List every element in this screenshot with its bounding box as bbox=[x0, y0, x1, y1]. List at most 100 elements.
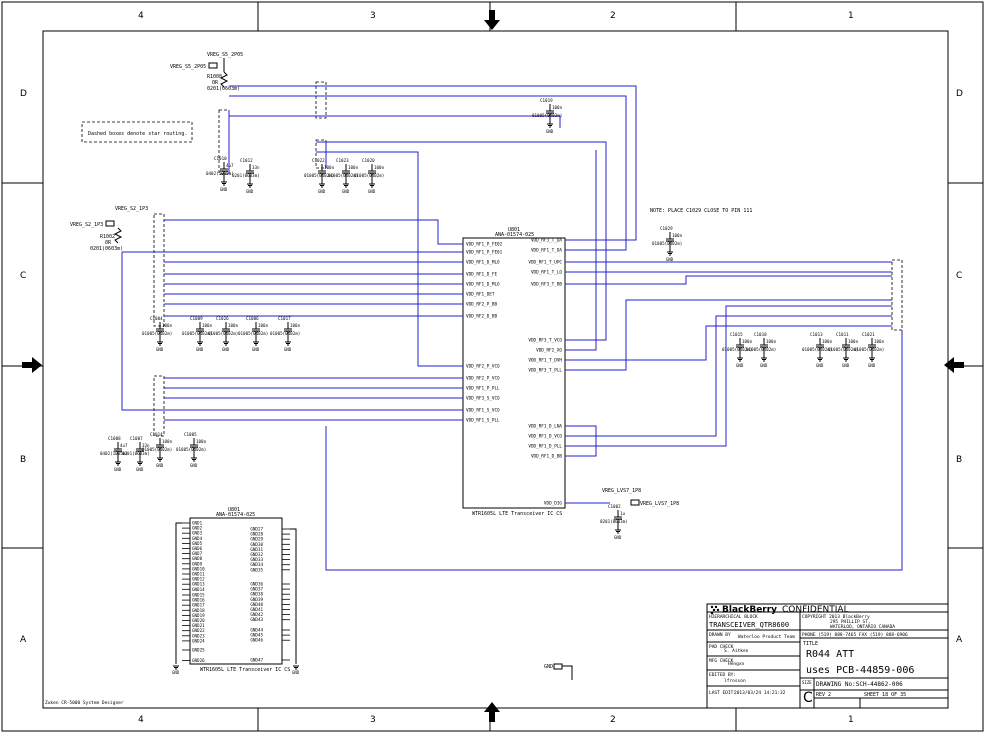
cap-value: 100n bbox=[848, 339, 859, 344]
phone-fax-text: PHONE (519) 888-7465 FAX (519) 888-6906 bbox=[802, 632, 908, 638]
star-box-4 bbox=[153, 213, 165, 327]
zone-row-b-right: B bbox=[956, 455, 962, 465]
gnd-icon bbox=[667, 251, 673, 256]
ic-gnd-left-pin-label: GND12 bbox=[192, 577, 205, 582]
gnd-text: GND bbox=[760, 363, 768, 368]
ic-gnd-caption: WTR1605L LTE Transceiver IC CS bbox=[200, 667, 290, 673]
gnd-text: GND bbox=[136, 467, 144, 472]
title-block bbox=[706, 603, 949, 709]
ic-main-right-pin-label: VDD_RF3_T_PLL bbox=[528, 368, 562, 374]
gnd-icon bbox=[223, 341, 229, 346]
ic-main-left-pin-label: VDD_RF2_D_BB bbox=[466, 314, 497, 320]
cap-ref: C1008 bbox=[108, 436, 121, 441]
ic-gnd-left-pin-label: GND2 bbox=[192, 526, 203, 531]
nets bbox=[121, 85, 903, 571]
ic-gnd-right-pin-label: GND29 bbox=[250, 537, 263, 542]
ic-gnd-right-pin-label: GND39 bbox=[250, 597, 263, 602]
ic-gnd-left-pin-label: GND3 bbox=[192, 531, 203, 536]
ic-gnd-right-pin-label: GND31 bbox=[250, 547, 263, 552]
cap-ref: C1004 bbox=[150, 316, 163, 321]
gnd-text: GND bbox=[220, 187, 228, 192]
hier-label: HIERARCHICAL BLOCK bbox=[709, 614, 758, 620]
zone-col-3-bottom: 3 bbox=[370, 715, 376, 725]
cap-value: 1u bbox=[620, 511, 626, 516]
gnd-text: GND bbox=[546, 129, 554, 134]
gnd-icon bbox=[761, 357, 767, 362]
cap-package: 01005(0402m) bbox=[176, 447, 206, 452]
rail-vreg-l2-flag: VREG_S2_1P3 bbox=[70, 222, 103, 228]
cap-value: 33n bbox=[252, 165, 260, 170]
zone-row-c-left: C bbox=[20, 271, 26, 281]
gnd-text: GND bbox=[222, 347, 230, 352]
cap-package: 01005(0402m) bbox=[532, 113, 562, 118]
cap-package: 01005(0402m) bbox=[828, 347, 858, 352]
gnd-icon bbox=[285, 341, 291, 346]
cap-package: 01005(0402m) bbox=[854, 347, 884, 352]
ic-gnd-right-pin-label: GND40 bbox=[250, 602, 263, 607]
cap-package: 01005(0402m) bbox=[270, 331, 300, 336]
ic-main-right-pin-label: VDD_RF1_T_DA bbox=[531, 248, 562, 254]
zone-row-a-right: A bbox=[956, 635, 963, 645]
ic-main-left-pin-label: VDD_RF1_D_MLO bbox=[466, 260, 500, 266]
zone-col-4-top: 4 bbox=[138, 11, 144, 21]
revision-text: REV 2 bbox=[816, 692, 831, 698]
gnd-text: GND bbox=[114, 467, 122, 472]
gnd-text: GND bbox=[156, 463, 164, 468]
ic-gnd-left-pin-label: GND26 bbox=[192, 658, 205, 663]
ic-main-left-pin-label: VDD_RF1_P_PLL bbox=[466, 386, 500, 392]
ic-gnd-left-pin-label: GND10 bbox=[192, 566, 205, 571]
zone-row-a-left: A bbox=[20, 635, 27, 645]
cap-value: 100n bbox=[672, 233, 683, 238]
capacitor-layer: C10104u70402(1005m)GNDC101233n0201(0603m… bbox=[100, 98, 885, 540]
ic-gnd-left-pins: GND1GND2GND3GND4GND5GND6GND7GND8GND9GND1… bbox=[175, 521, 205, 664]
ic-gnd-right-pin-label: GND35 bbox=[250, 567, 263, 572]
ic-main-left-pin-label: VDD_RF2_P_BB bbox=[466, 302, 497, 308]
r1002-val: 0R bbox=[105, 240, 112, 246]
cap-ref: C1017 bbox=[278, 316, 291, 321]
center-arrow-right-icon bbox=[944, 357, 964, 373]
zone-row-c-right: C bbox=[956, 271, 962, 281]
ic-main-right-pins: VDD_RF3_T_DAVDD_RF1_T_DAVDD_RF1_T_UPCVDD… bbox=[528, 238, 573, 507]
cap-value: 100n bbox=[290, 323, 301, 328]
star-box-6 bbox=[891, 259, 903, 331]
gnd-icon: GND bbox=[292, 665, 300, 675]
cap-value: 100n bbox=[766, 339, 777, 344]
ic-main-right-pin-label: VDD_RF2_XO bbox=[536, 348, 562, 354]
ic-main-right-pin-label: VDD_RF3_T_VCO bbox=[528, 338, 562, 344]
cap-value: 100n bbox=[228, 323, 239, 328]
gnd-icon bbox=[547, 123, 553, 128]
ic-gnd-right-pin-label: GND45 bbox=[250, 633, 263, 638]
gnd-icon bbox=[247, 183, 253, 188]
cap-ref: C1006 bbox=[246, 316, 259, 321]
edited-by-label: EDITED BY: bbox=[709, 672, 736, 678]
ic-gnd-left-pin-label: GND9 bbox=[192, 561, 203, 566]
gnd-text: GND bbox=[252, 347, 260, 352]
resistor-r1008-icon bbox=[219, 71, 229, 88]
cap-package: 01005(0402m) bbox=[142, 331, 172, 336]
offpage-connector-icon bbox=[553, 663, 563, 670]
rail-vreg-s5-label: VREG_S5_2P05 bbox=[207, 52, 243, 58]
blackberry-logo bbox=[710, 605, 720, 615]
note-dashed-box bbox=[81, 121, 193, 143]
cap-ref: C1018 bbox=[754, 332, 767, 337]
gnd-icon bbox=[137, 461, 143, 466]
cap-value: 100n bbox=[258, 323, 269, 328]
gnd-icon bbox=[869, 357, 875, 362]
ic-main-right-pin-label: VDD_RF3_T_DA bbox=[531, 238, 562, 244]
ic-gnd-left-pin-label: GND5 bbox=[192, 541, 203, 546]
cap-package: 01005(0402m) bbox=[746, 347, 776, 352]
cap-ref: C1023 bbox=[336, 158, 349, 163]
gnd-text: GND bbox=[246, 189, 254, 194]
ic-gnd-right-pin-label: GND43 bbox=[250, 617, 263, 622]
cap-ref: C1020 bbox=[362, 158, 375, 163]
cap-value: 100n bbox=[552, 105, 563, 110]
gnd-bus-left bbox=[175, 522, 182, 664]
